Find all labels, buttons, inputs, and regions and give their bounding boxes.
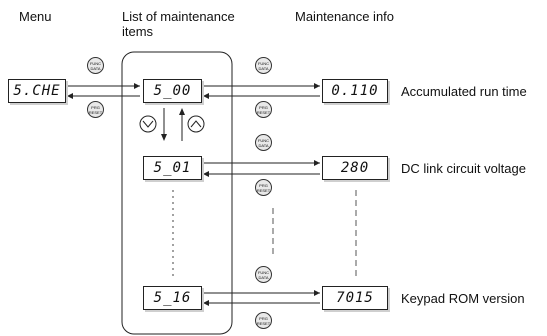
info-header: Maintenance info bbox=[295, 9, 395, 24]
down-key-icon bbox=[139, 115, 157, 133]
info-label-1: Accumulated run time bbox=[401, 84, 527, 99]
item-display-1: 5_00 bbox=[143, 79, 202, 103]
list-header-line2: items bbox=[122, 24, 154, 39]
info-display-3: 7015 bbox=[322, 286, 388, 310]
up-key-icon bbox=[187, 115, 205, 133]
info-label-3: Keypad ROM version bbox=[401, 291, 525, 306]
info-label-2: DC link circuit voltage bbox=[401, 161, 526, 176]
menu-header: Menu bbox=[19, 9, 52, 24]
info-display-2: 280 bbox=[322, 156, 388, 180]
item-display-3: 5_16 bbox=[143, 286, 202, 310]
info-display-1: 0.110 bbox=[322, 79, 388, 103]
list-header: List of maintenance bbox=[122, 9, 235, 24]
item-display-2: 5_01 bbox=[143, 156, 202, 180]
menu-display: 5.CHE bbox=[8, 79, 66, 103]
list-frame bbox=[121, 51, 233, 335]
